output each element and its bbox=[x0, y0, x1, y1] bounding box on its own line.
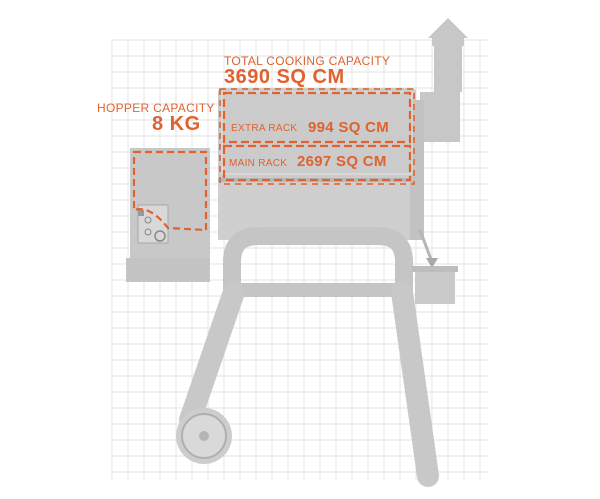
main-rack-value: 2697 SQ CM bbox=[297, 153, 387, 170]
hopper-capacity-title: HOPPER CAPACITY bbox=[97, 101, 215, 115]
grease-bucket-icon bbox=[412, 229, 458, 304]
hopper bbox=[126, 148, 210, 282]
total-cooking-capacity-title: TOTAL COOKING CAPACITY bbox=[224, 54, 391, 68]
total-cooking-capacity-value: 3690 SQ CM bbox=[224, 66, 345, 88]
extra-rack-value: 994 SQ CM bbox=[308, 119, 390, 136]
legs bbox=[179, 281, 439, 487]
hopper-capacity-value: 8 KG bbox=[152, 113, 201, 135]
total-cooking-outline bbox=[219, 88, 415, 185]
chimney bbox=[420, 18, 468, 142]
extra-rack-outline bbox=[222, 91, 412, 144]
frame bbox=[223, 227, 413, 305]
wheel-icon bbox=[176, 408, 232, 464]
extra-rack-title: EXTRA RACK bbox=[231, 123, 298, 134]
main-rack-outline bbox=[222, 144, 412, 182]
chimney-arrow-icon bbox=[428, 18, 468, 38]
rack-outlines bbox=[219, 88, 415, 185]
main-rack-title: MAIN RACK bbox=[229, 158, 288, 169]
